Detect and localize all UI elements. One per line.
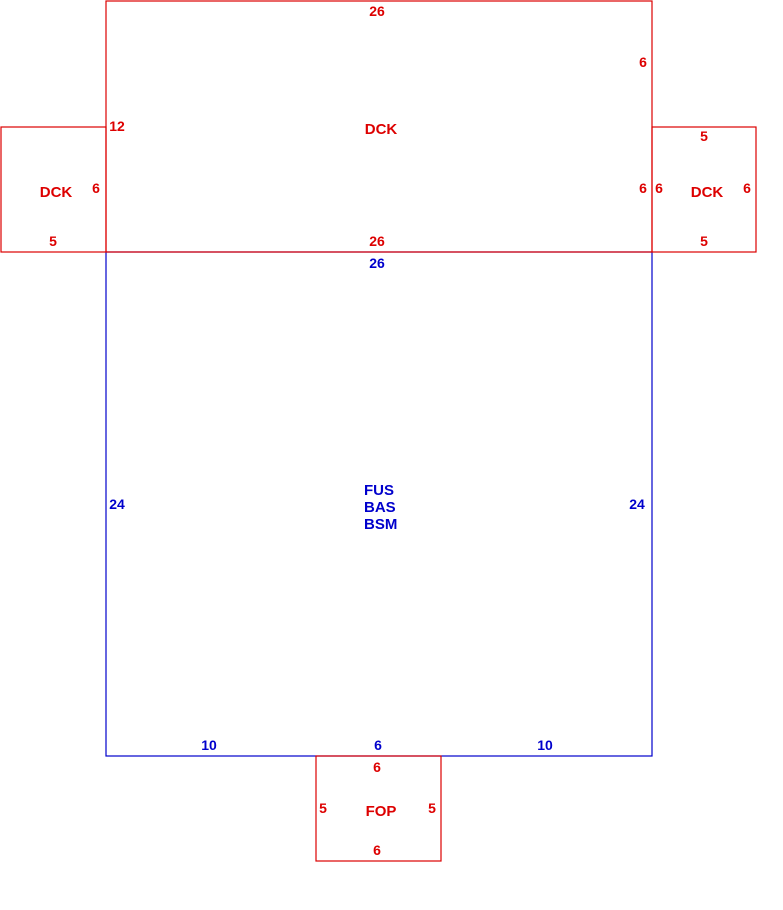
top-deck-label: DCK: [365, 121, 398, 138]
right-deck-top-dim: 5: [700, 128, 708, 144]
top-deck-left-dim: 12: [109, 118, 125, 134]
main-label-line-3: BSM: [364, 516, 397, 533]
main-right-dim: 24: [629, 496, 645, 512]
main-bottom-left-dim: 10: [201, 737, 217, 753]
main-label-line-1: FUS: [364, 482, 394, 499]
right-deck-right-dim: 6: [743, 180, 751, 196]
porch-label: FOP: [366, 803, 397, 820]
right-deck-label: DCK: [691, 184, 724, 201]
porch-bottom-dim: 6: [373, 842, 381, 858]
main-label-line-2: BAS: [364, 499, 396, 516]
top-deck-top-dim: 26: [369, 3, 385, 19]
right-deck-outline: [651, 126, 757, 253]
porch-left-dim: 5: [319, 800, 327, 816]
top-deck-right-lower-dim: 6: [639, 180, 647, 196]
main-left-dim: 24: [109, 496, 125, 512]
right-deck-left-dim: 6: [655, 180, 663, 196]
top-deck-right-dim: 6: [639, 54, 647, 70]
right-deck-bottom-dim: 5: [700, 233, 708, 249]
top-deck-bottom-dim: 26: [369, 233, 385, 249]
main-top-dim: 26: [369, 255, 385, 271]
main-bottom-mid-dim: 6: [374, 737, 382, 753]
porch-outline: [315, 755, 442, 862]
porch-top-dim: 6: [373, 759, 381, 775]
left-deck-right-dim: 6: [92, 180, 100, 196]
left-deck-label: DCK: [40, 184, 73, 201]
main-bottom-right-dim: 10: [537, 737, 553, 753]
left-deck-outline: [0, 126, 107, 253]
porch-right-dim: 5: [428, 800, 436, 816]
left-deck-bottom-dim: 5: [49, 233, 57, 249]
